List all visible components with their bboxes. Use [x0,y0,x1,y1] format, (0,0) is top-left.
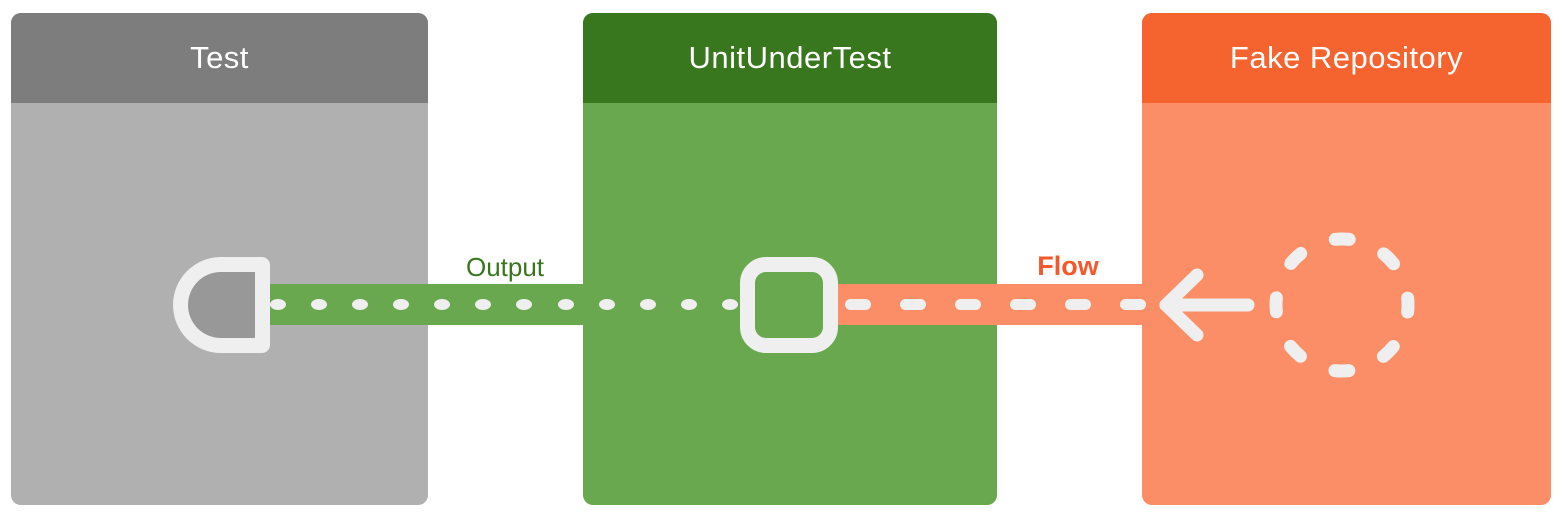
dash [900,299,926,310]
collector-square-icon [740,257,838,353]
dot [680,299,697,310]
dot [557,299,574,310]
dash [1120,299,1146,310]
arrow-left-icon [1159,268,1255,342]
output-band [268,284,744,325]
box-test: Test [11,13,428,505]
box-fake-repository: Fake Repository [1142,13,1551,505]
observer-port-icon [173,257,270,353]
flow-band [836,284,1160,325]
dash [1065,299,1091,310]
dashed-circle-icon [1269,232,1415,378]
flow-dashed-line [845,299,1146,310]
dot [270,299,286,310]
box-unit-under-test-title: UnitUnderTest [688,40,892,75]
dot [516,299,533,310]
output-dotted-line [270,299,738,310]
dot [311,299,328,310]
dash [845,299,871,310]
box-fake-repository-title: Fake Repository [1229,40,1464,75]
dot [598,299,615,310]
box-test-header: Test [11,13,428,103]
dot [475,299,492,310]
dash [955,299,981,310]
box-fake-repository-header: Fake Repository [1142,13,1551,103]
box-unit-under-test: UnitUnderTest [583,13,997,505]
output-label: Output [465,252,545,282]
box-unit-under-test-header: UnitUnderTest [583,13,997,103]
dot [393,299,410,310]
dot [721,299,738,310]
flow-label: Flow [1037,251,1099,281]
box-test-title: Test [190,40,249,75]
dot [434,299,451,310]
dot [639,299,656,310]
dot [352,299,369,310]
dash [1010,299,1036,310]
